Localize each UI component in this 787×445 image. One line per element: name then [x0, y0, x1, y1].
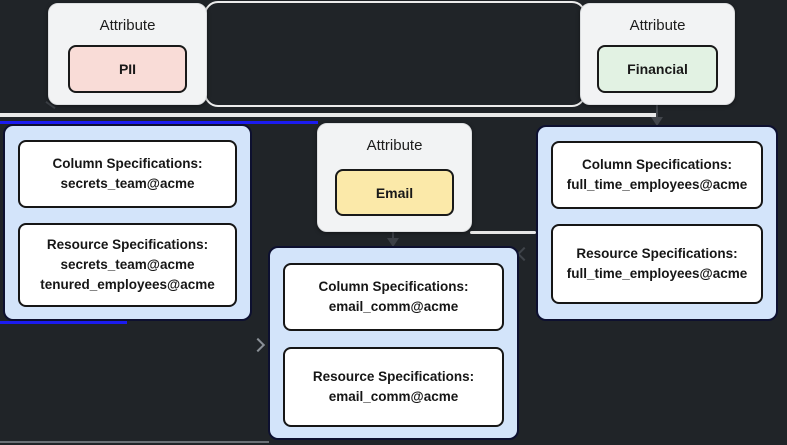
attribute-card-email: Attribute Email — [317, 123, 472, 232]
edge-blue-bottom-line — [0, 321, 127, 324]
spec-box-value: full_time_employees@acme — [566, 266, 748, 281]
arrowhead-right-icon — [250, 337, 266, 353]
resource-specifications-box: Resource Specifications: secrets_team@ac… — [18, 223, 237, 307]
attribute-card-title: Attribute — [629, 17, 686, 34]
spec-box-title: Column Specifications: — [581, 156, 733, 172]
resource-specifications-box: Resource Specifications: email_comm@acme — [283, 347, 504, 427]
arrowhead-down-icon — [651, 117, 663, 126]
spec-box-title: Column Specifications: — [318, 278, 469, 294]
edge-email-to-right-line — [470, 231, 536, 234]
attribute-pill-email: Email — [335, 169, 454, 216]
spec-box-value: email_comm@acme — [328, 299, 459, 314]
attribute-card-title: Attribute — [99, 17, 156, 34]
spec-container-secrets-team: Column Specifications: secrets_team@acme… — [3, 124, 252, 321]
spec-box-value: tenured_employees@acme — [40, 277, 215, 293]
column-specifications-box: Column Specifications: full_time_employe… — [551, 141, 763, 209]
edge-email-connector — [392, 229, 394, 239]
spec-box-title: Column Specifications: — [52, 155, 203, 171]
spec-box-value: email_comm@acme — [328, 389, 459, 404]
attribute-pill-pii: PII — [68, 45, 187, 93]
edge-blue-top-line — [0, 121, 318, 124]
spec-box-title: Resource Specifications: — [46, 236, 209, 252]
spec-box-value: full_time_employees@acme — [566, 177, 748, 192]
column-specifications-box: Column Specifications: email_comm@acme — [283, 263, 504, 331]
spec-container-full-time-employees: Column Specifications: full_time_employe… — [536, 125, 778, 321]
attribute-pill-financial: Financial — [597, 45, 718, 93]
resource-specifications-box: Resource Specifications: full_time_emplo… — [551, 224, 763, 304]
edge-top-rectangle — [204, 1, 586, 107]
spec-container-email-comm: Column Specifications: email_comm@acme R… — [268, 246, 519, 440]
spec-box-value: secrets_team@acme — [60, 176, 195, 191]
arrowhead-down-icon — [387, 238, 399, 247]
attribute-card-financial: Attribute Financial — [580, 3, 735, 105]
spec-box-value: secrets_team@acme — [60, 256, 195, 272]
spec-box-title: Resource Specifications: — [576, 245, 738, 261]
column-specifications-box: Column Specifications: secrets_team@acme — [18, 140, 237, 208]
attribute-card-title: Attribute — [366, 137, 423, 154]
attribute-card-pii: Attribute PII — [48, 3, 207, 105]
edge-financial-connector — [656, 103, 658, 118]
edge-bottom-line — [0, 441, 269, 443]
edge-horizontal-line — [0, 113, 657, 117]
arrowhead-left-icon — [516, 246, 532, 262]
spec-box-title: Resource Specifications: — [312, 368, 475, 384]
